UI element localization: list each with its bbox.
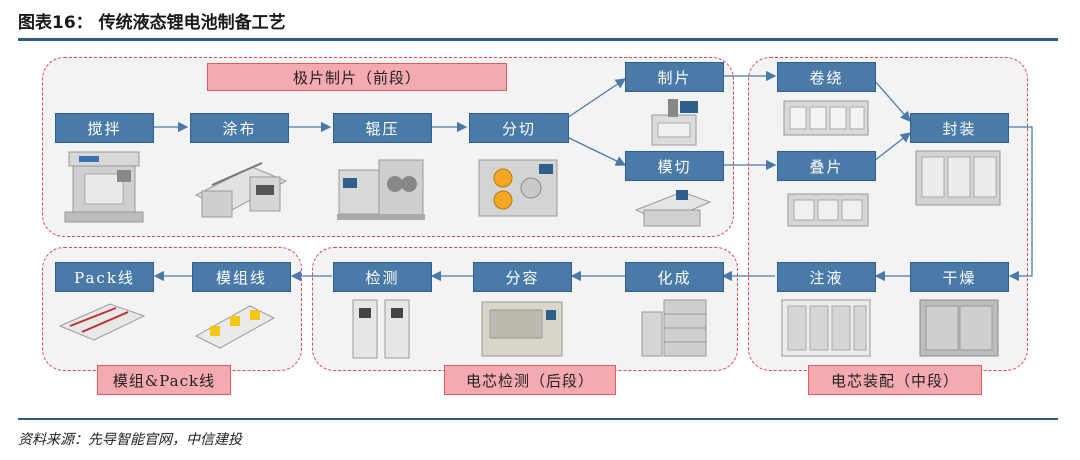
- figure-title: 图表16： 传统液态锂电池制备工艺: [18, 13, 286, 33]
- slitter-machine-image: [478, 159, 558, 217]
- winder-machine-image: [783, 100, 869, 136]
- mixer-machine-image: [64, 151, 144, 223]
- roller-press-machine-image: [337, 159, 425, 220]
- group-label-back: 电芯检测（后段）: [444, 365, 616, 395]
- bottom-rule: [18, 418, 1058, 420]
- step-module-line: 模组线: [192, 262, 291, 292]
- stacker-machine-image: [787, 193, 869, 227]
- module-line-machine-image: [194, 305, 276, 349]
- source-note: 资料来源：先导智能官网，中信建投: [18, 432, 242, 448]
- step-testing: 检测: [333, 262, 432, 292]
- sealer-machine-image: [915, 150, 1001, 206]
- step-sealing: 封装: [910, 113, 1009, 143]
- group-label-middle: 电芯装配（中段）: [808, 365, 982, 395]
- coater-machine-image: [194, 162, 288, 218]
- top-rule: [18, 38, 1058, 41]
- group-label-module: 模组&Pack线: [97, 365, 231, 395]
- dryer-machine-image: [919, 299, 999, 357]
- step-pack-line: Pack线: [55, 262, 154, 292]
- step-winding: 卷绕: [777, 62, 876, 92]
- tab-maker-machine-image: [651, 99, 698, 146]
- step-slitting: 分切: [469, 113, 569, 143]
- step-mixing: 搅拌: [55, 113, 154, 143]
- step-tab-making: 制片: [625, 62, 724, 92]
- tester-machine-image: [352, 299, 410, 359]
- formation-machine-image: [641, 299, 707, 357]
- step-die-cutting: 模切: [625, 151, 724, 181]
- die-cutter-machine-image: [634, 190, 712, 227]
- step-drying: 干燥: [910, 262, 1009, 292]
- pack-line-machine-image: [58, 303, 146, 341]
- step-injection: 注液: [777, 262, 876, 292]
- injector-machine-image: [781, 299, 871, 357]
- group-label-front: 极片制片（前段）: [207, 63, 507, 91]
- step-stacking: 叠片: [777, 151, 876, 181]
- step-rolling: 辊压: [333, 113, 432, 143]
- grader-machine-image: [481, 301, 563, 357]
- step-formation: 化成: [625, 262, 724, 292]
- step-coating: 涂布: [190, 113, 289, 143]
- step-grading: 分容: [473, 262, 572, 292]
